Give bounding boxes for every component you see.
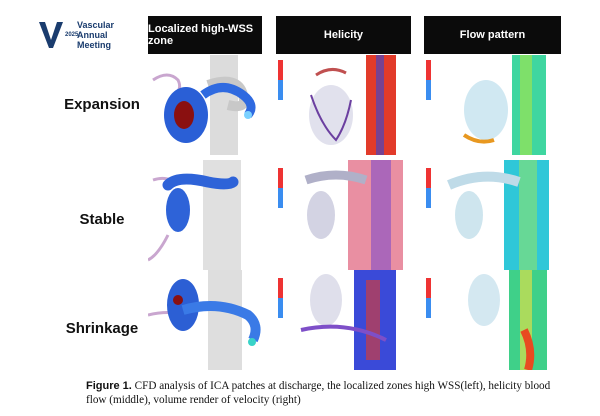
column-header-helicity: Helicity — [276, 16, 411, 54]
flow-render-expansion — [426, 55, 546, 155]
wss-render-expansion — [152, 55, 256, 155]
figure-caption-text: CFD analysis of ICA patches at discharge… — [86, 380, 551, 406]
flow-render-stable — [426, 160, 549, 270]
logo-line-3: Meeting — [77, 40, 112, 50]
logo-title: Vascular Annual Meeting — [77, 20, 114, 50]
logo-line-1: Vascular — [77, 20, 115, 30]
logo-year: 2025 — [65, 31, 79, 38]
row-label-expansion: Expansion — [64, 96, 140, 113]
conference-logo: 2025 Vascular Annual Meeting — [38, 16, 148, 54]
helicity-render-expansion — [278, 55, 396, 155]
row-label-stable: Stable — [79, 211, 125, 228]
helicity-render-stable — [278, 160, 403, 270]
column-header-wss: Localized high-WSS zone — [148, 16, 262, 54]
helicity-render-shrinkage — [278, 270, 396, 370]
wss-render-stable — [148, 160, 241, 270]
flow-render-shrinkage — [426, 270, 547, 370]
vam-logo-mark-icon — [39, 21, 63, 48]
column-header-flow-pattern: Flow pattern — [424, 16, 561, 54]
logo-line-2: Annual — [77, 30, 108, 40]
row-label-shrinkage: Shrinkage — [65, 320, 139, 337]
figure-caption-prefix: Figure 1. — [86, 380, 132, 392]
wss-render-shrinkage — [148, 270, 261, 370]
figure-caption: Figure 1. CFD analysis of ICA patches at… — [86, 379, 556, 407]
